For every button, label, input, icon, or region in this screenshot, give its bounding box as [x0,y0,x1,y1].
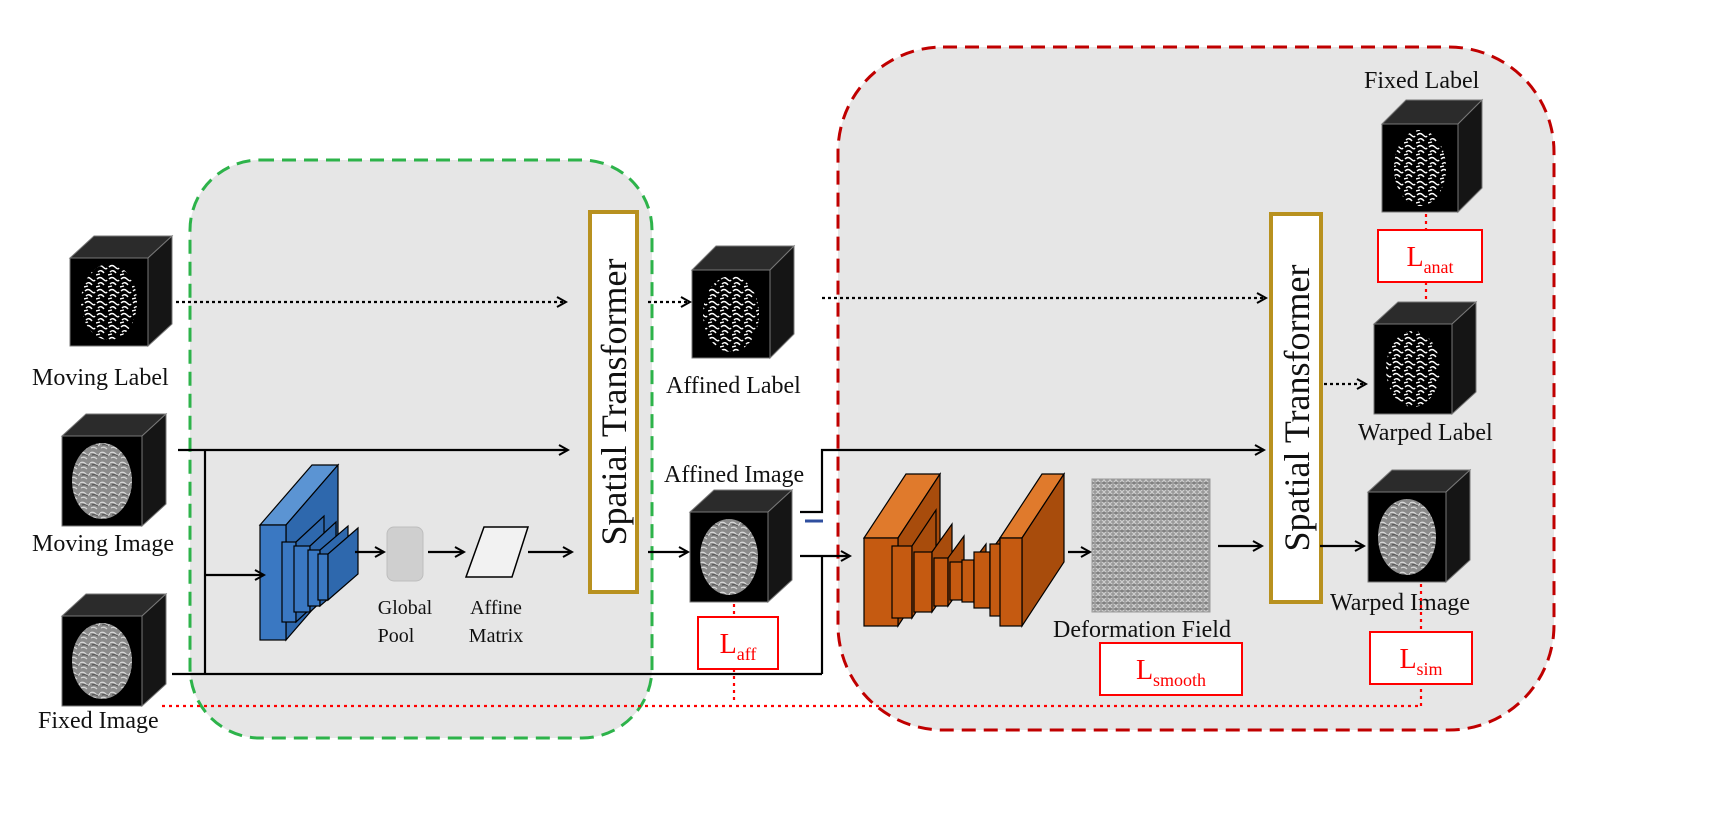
affined-label-text: Affined Label [666,373,801,399]
loss-anat-box [1377,229,1483,283]
loss-anat-text: Lanat [1406,242,1453,277]
global-pool-block [386,526,424,582]
loss-sim-text: Lsim [1399,644,1442,679]
affine-matrix-label-line2: Matrix [469,625,523,647]
loss-smooth-text: Lsmooth [1136,655,1206,690]
affine-matrix-block [464,526,530,578]
warped-label-cube [1372,300,1478,416]
loss-connectors [162,214,1428,708]
warped-image-text: Warped Image [1330,590,1470,616]
affined-label-cube [690,244,796,360]
warped-label-text: Warped Label [1358,420,1493,446]
fixed-image-cube [60,592,168,708]
spatial-transformer-affine [588,210,639,594]
fixed-label-cube [1380,98,1484,214]
spatial-transformer-affine-text: Spatial Transformer [594,259,634,546]
fixed-image-text: Fixed Image [38,708,159,734]
warped-image-cube [1366,468,1472,584]
moving-image-text: Moving Image [32,531,174,557]
affined-image-text: Affined Image [664,462,804,488]
moving-label-cube [68,234,174,348]
global-pool-label-line2: Pool [378,625,415,647]
spatial-transformer-deformable [1269,212,1323,604]
affined-image-cube [688,488,794,604]
loss-aff-text: Laff [720,629,757,664]
loss-smooth-box [1099,642,1243,696]
global-pool-label-line1: Global [378,597,433,619]
spatial-transformer-deformable-text: Spatial Transformer [1277,265,1317,552]
affine-encoder-network [258,463,359,642]
moving-image-cube [60,412,168,528]
connectors [172,298,1366,676]
deformable-unet-network [862,471,1066,629]
loss-aff-box [697,616,779,670]
fixed-label-text: Fixed Label [1364,68,1480,94]
affine-matrix-label-line1: Affine [470,597,522,619]
deformation-field-text: Deformation Field [1053,617,1231,643]
loss-sim-box [1369,631,1473,685]
deformation-field-image [1091,478,1211,613]
moving-label-text: Moving Label [32,365,169,391]
